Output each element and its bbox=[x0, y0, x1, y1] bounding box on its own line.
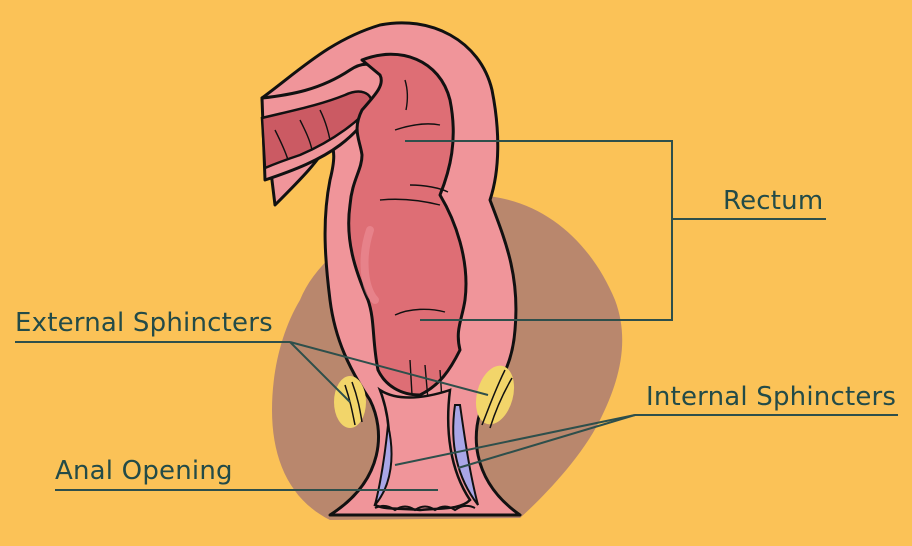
external-sphincter-right bbox=[475, 365, 515, 429]
leader-lines bbox=[15, 140, 898, 491]
rectum-lumen-highlight bbox=[360, 226, 379, 304]
internal-sphincter-left bbox=[374, 424, 393, 506]
label-rectum: Rectum bbox=[723, 186, 824, 216]
anal-opening-edge bbox=[374, 504, 476, 512]
label-external-sphincters: External Sphincters bbox=[15, 308, 273, 338]
label-anal-opening: Anal Opening bbox=[55, 456, 233, 486]
label-internal-sphincters: Internal Sphincters bbox=[646, 382, 897, 412]
internal-sphincter-right bbox=[452, 404, 479, 506]
mucosal-folds bbox=[274, 79, 449, 401]
